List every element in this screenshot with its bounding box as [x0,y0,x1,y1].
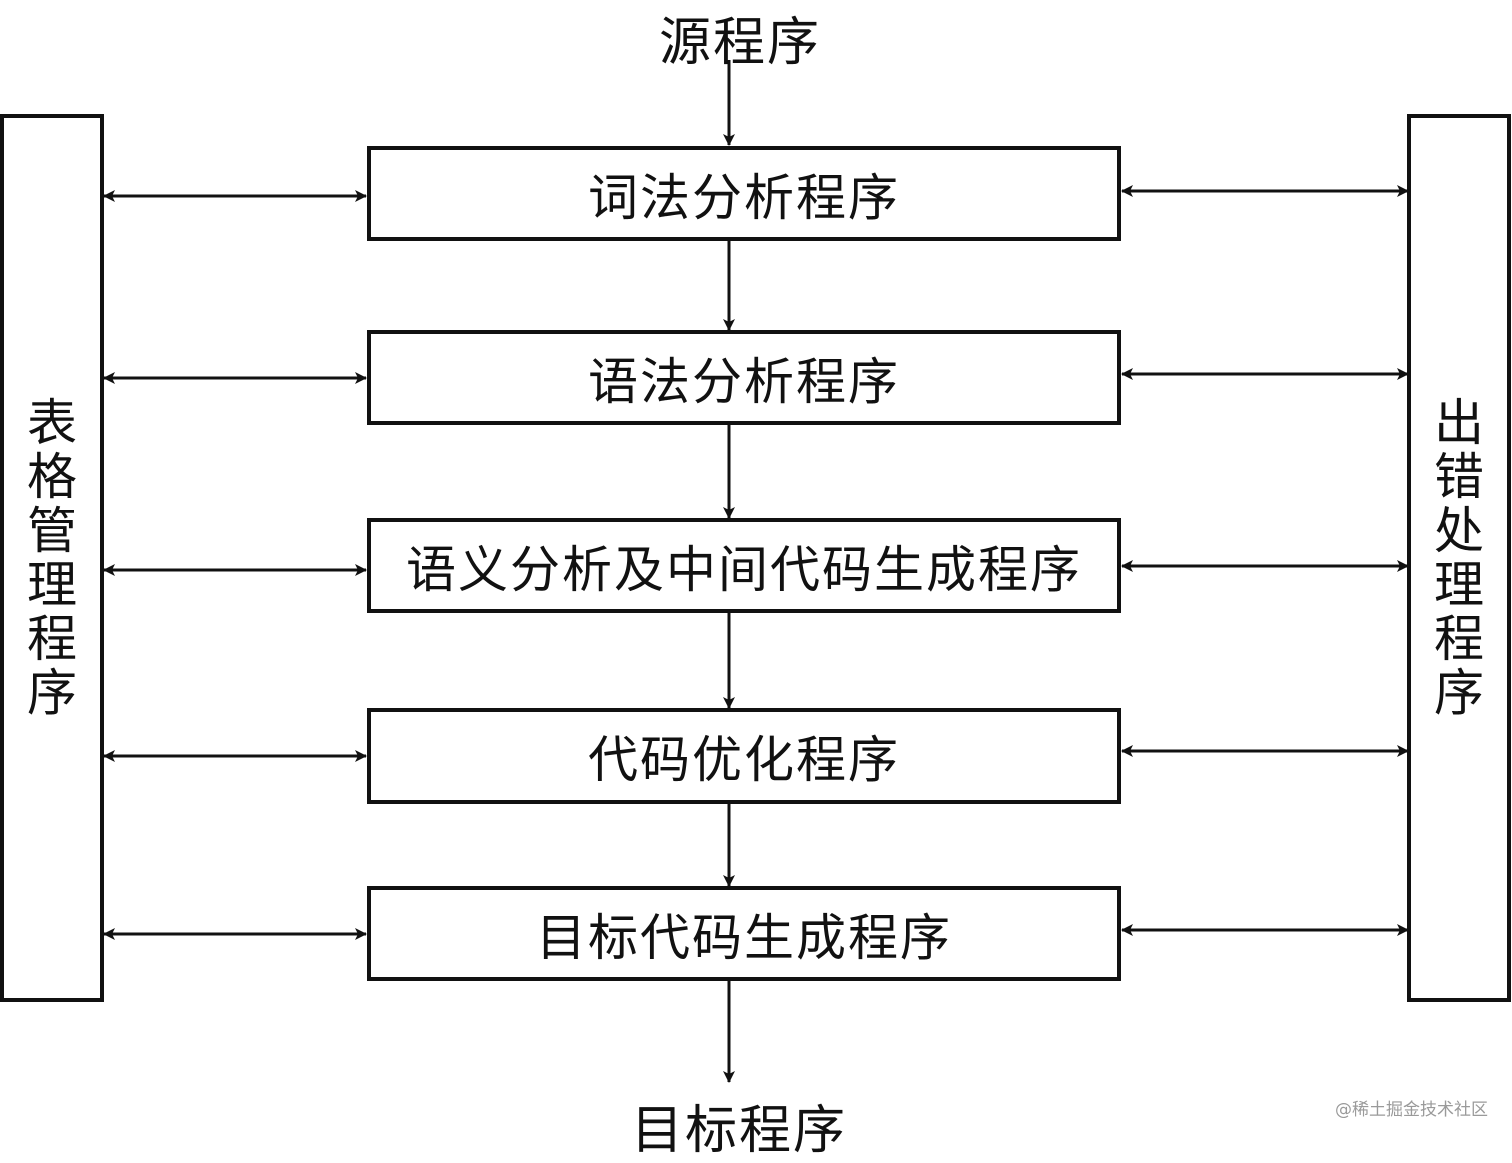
table-management-label: 表格管理程序 [27,394,77,722]
stage-label: 目标代码生成程序 [536,908,952,967]
stage-label: 语法分析程序 [588,352,900,411]
stage-target-code-generation: 目标代码生成程序 [367,886,1121,981]
stage-code-optimization: 代码优化程序 [367,708,1121,804]
error-handling-module: 出错处理程序 [1407,114,1511,1002]
stage-lexical-analysis: 词法分析程序 [367,146,1121,241]
error-handling-label: 出错处理程序 [1434,394,1484,722]
table-management-module: 表格管理程序 [0,114,104,1002]
input-label: 源程序 [658,13,821,73]
stage-label: 代码优化程序 [588,731,900,789]
stage-label: 语义分析及中间代码生成程序 [406,540,1082,599]
stage-semantic-analysis: 语义分析及中间代码生成程序 [367,518,1121,613]
watermark: @稀土掘金技术社区 [1335,1100,1488,1120]
output-label: 目标程序 [630,1101,847,1161]
stage-label: 词法分析程序 [588,168,900,227]
stage-syntax-analysis: 语法分析程序 [367,330,1121,425]
